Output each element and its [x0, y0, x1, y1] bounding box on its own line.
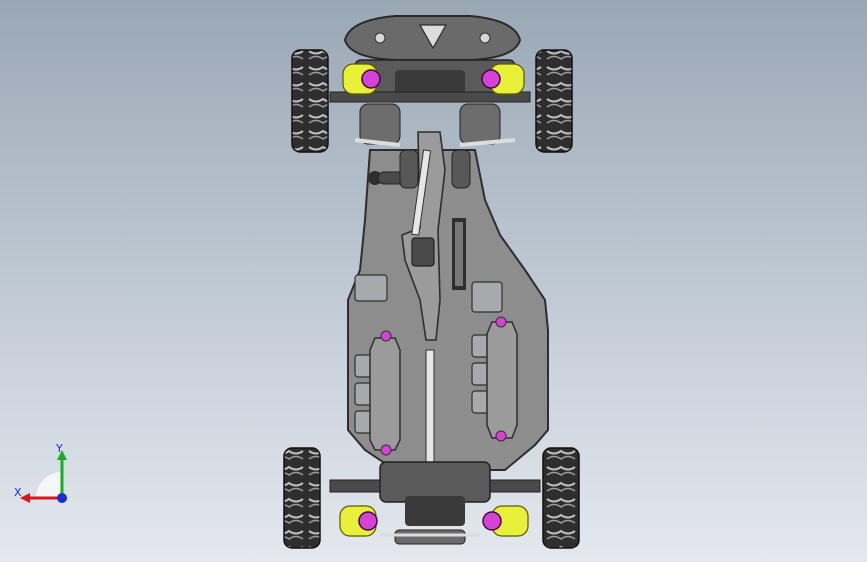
front-shocks [342, 63, 525, 95]
center-driveshaft [425, 349, 435, 466]
rear-shocks [339, 505, 529, 537]
battery-strap [369, 321, 518, 451]
steering-link [411, 149, 432, 236]
spur-gear [411, 218, 466, 290]
y-axis-label: Y [55, 442, 63, 455]
wheel-front-right[interactable] [535, 49, 573, 153]
top-deck [401, 131, 446, 341]
bumper-cutout [418, 24, 448, 50]
strap-screws [380, 316, 507, 456]
rear-suspension [329, 461, 541, 545]
x-axis-label: X [14, 486, 22, 499]
coordinate-triad-icon: Y X [14, 442, 67, 503]
wheel-rear-right[interactable] [542, 447, 580, 549]
wheel-rear-left[interactable] [283, 447, 321, 549]
wheel-front-left[interactable] [291, 49, 329, 153]
front-suspension [329, 59, 531, 189]
